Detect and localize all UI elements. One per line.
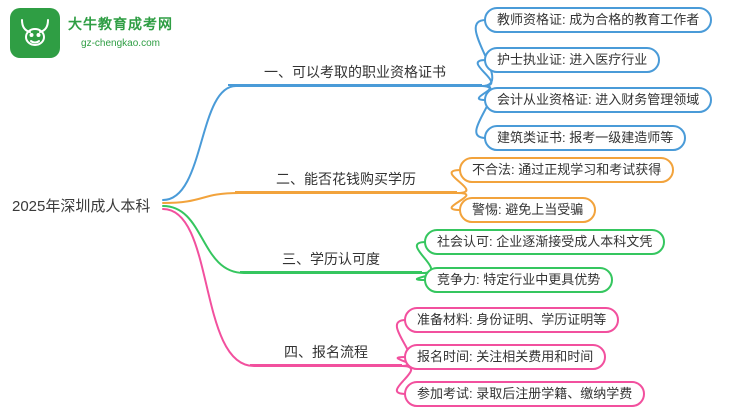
leaf-node: 报名时间: 关注相关费用和时间 xyxy=(404,344,607,370)
logo-text: 大牛教育成考网 gz-chengkao.com xyxy=(68,8,173,49)
site-logo: 大牛教育成考网 gz-chengkao.com xyxy=(10,8,173,58)
leaf-node: 建筑类证书: 报考一级建造师等 xyxy=(484,125,687,151)
logo-subtitle: gz-chengkao.com xyxy=(81,38,160,49)
branch-node-certificates: 一、可以考取的职业资格证书 xyxy=(228,63,482,86)
leaf-node: 护士执业证: 进入医疗行业 xyxy=(484,47,661,73)
leaf-node: 警惕: 避免上当受骗 xyxy=(459,197,597,223)
leaf-node: 会计从业资格证: 进入财务管理领域 xyxy=(484,87,713,113)
leaf-node: 竞争力: 特定行业中更具优势 xyxy=(424,267,614,293)
branch-2-curves xyxy=(162,169,468,211)
logo-title: 大牛教育成考网 xyxy=(68,16,173,32)
branch-node-enrollment: 四、报名流程 xyxy=(250,343,402,366)
bull-logo-icon xyxy=(10,8,60,58)
mindmap-root-node: 2025年深圳成人本科 xyxy=(12,198,151,215)
leaf-node: 教师资格证: 成为合格的教育工作者 xyxy=(484,7,713,33)
branch-node-buy-diploma: 二、能否花钱购买学历 xyxy=(235,170,457,193)
leaf-node: 不合法: 通过正规学习和考试获得 xyxy=(459,157,675,183)
leaf-node: 准备材料: 身份证明、学历证明等 xyxy=(404,307,620,333)
branch-node-recognition: 三、学历认可度 xyxy=(240,250,422,273)
leaf-node: 社会认可: 企业逐渐接受成人本科文凭 xyxy=(424,229,666,255)
leaf-node: 参加考试: 录取后注册学籍、缴纳学费 xyxy=(404,381,646,407)
